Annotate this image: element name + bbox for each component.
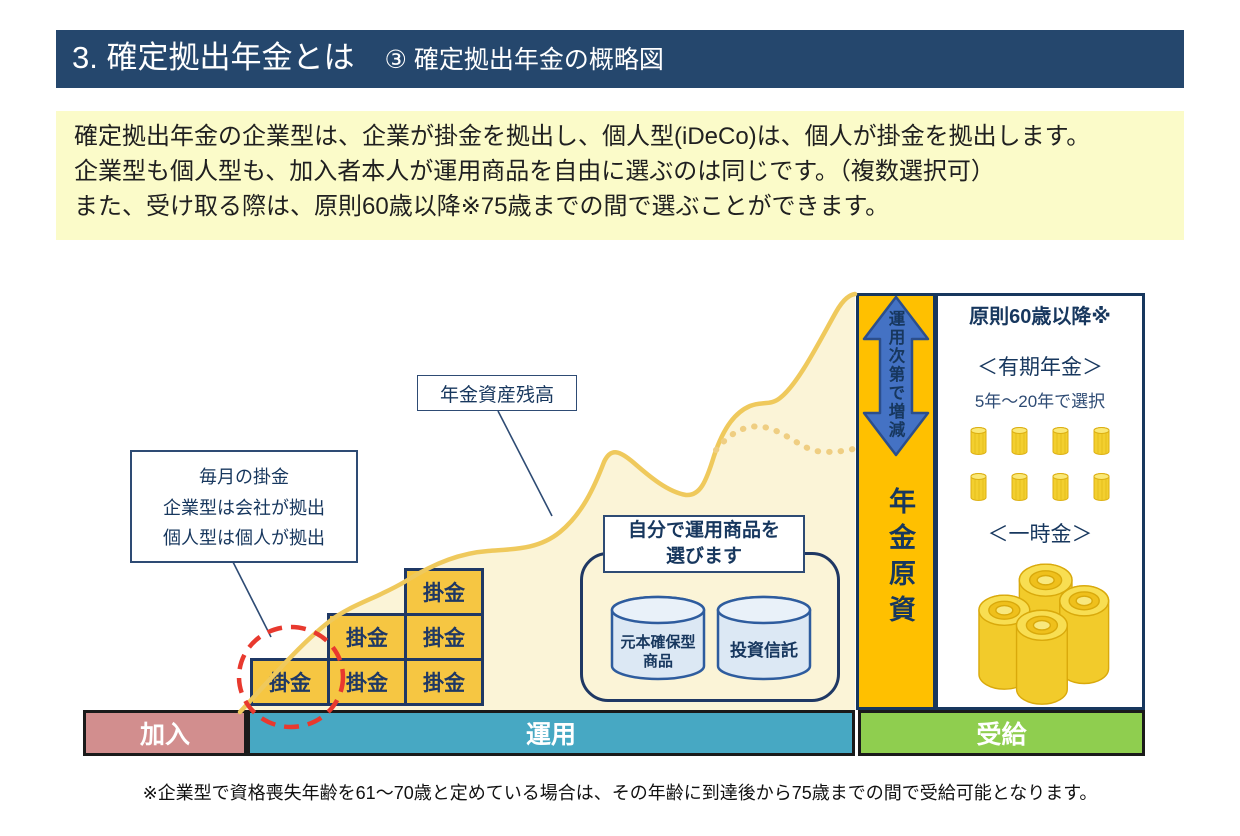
contribution-box-first: 掛金 [250, 658, 330, 706]
term-annuity-label: ＜有期年金＞ [977, 356, 1103, 379]
callout-connector-line [232, 561, 272, 638]
phase-bar-receive: 受給 [858, 710, 1145, 756]
choose-line-2: 選びます [665, 546, 742, 567]
principal-product-cylinder-icon: 元本確保型 商品 [610, 595, 706, 681]
lump-sum-label: ＜一時金＞ [987, 523, 1093, 546]
contribution-box: 掛金 [404, 568, 484, 616]
small-coin-grid [970, 426, 1110, 502]
phase-bar-operate: 運用 [247, 710, 855, 756]
intro-line-1: 確定拠出年金の企業型は、企業が掛金を拠出し、個人型(iDeCo)は、個人が掛金を… [74, 123, 1091, 150]
callout-connector-line [497, 410, 553, 517]
monthly-line-2: 企業型は会社が拠出 [163, 497, 325, 518]
contribution-label: 掛金 [346, 672, 388, 695]
phase-bar-join: 加入 [83, 710, 247, 756]
phase-join-label: 加入 [139, 721, 190, 749]
coin-stack-icon [1011, 473, 1028, 501]
choose-products-box: 自分で運用商品を 選びます [603, 515, 805, 573]
coin-stack-icon [1052, 427, 1069, 455]
slide-subtitle: ③ 確定拠出年金の概略図 [384, 46, 664, 74]
footnote: ※企業型で資格喪失年齢を61～70歳と定めている場合は、その年齢に到達後から75… [142, 783, 1098, 803]
up-down-arrow-icon [862, 295, 930, 457]
contribution-label: 掛金 [423, 627, 465, 650]
principal-product-line-2: 商品 [643, 652, 673, 670]
monthly-contribution-box: 毎月の掛金 企業型は会社が拠出 個人型は個人が拠出 [130, 450, 358, 563]
coin-stack-icon [970, 427, 987, 455]
coin-stack-icon [1093, 473, 1110, 501]
coin-stack-icon [1011, 427, 1028, 455]
contribution-box: 掛金 [404, 613, 484, 661]
contribution-label: 掛金 [423, 672, 465, 695]
monthly-line-3: 個人型は個人が拠出 [163, 528, 325, 549]
phase-operate-label: 運用 [525, 721, 576, 749]
coin-stack-icon [1052, 473, 1069, 501]
coin-stack-icon [970, 473, 987, 501]
intro-line-2: 企業型も個人型も、加入者本人が運用商品を自由に選ぶのは同じです。（複数選択可） [74, 157, 995, 185]
principal-product-line-1: 元本確保型 [620, 633, 695, 651]
asset-balance-callout: 年金資産残高 [417, 375, 577, 411]
phase-receive-label: 受給 [976, 721, 1027, 749]
asset-balance-label: 年金資産残高 [439, 384, 554, 406]
pension-principal-label: 年金原資 [885, 487, 915, 631]
coin-pile-icon [977, 563, 1109, 705]
downside-dotted-curve [713, 423, 856, 455]
fluctuation-arrow-label: 運用次第で増減 [886, 310, 904, 440]
receive-panel-title: 原則60歳以降※ [969, 306, 1111, 328]
intro-line-3: また、受け取る際は、原則60歳以降※75歳までの間で選ぶことができます。 [74, 192, 890, 220]
term-annuity-note: 5年～20年で選択 [974, 392, 1106, 411]
monthly-line-1: 毎月の掛金 [199, 466, 289, 487]
coin-stack-icon [1093, 427, 1110, 455]
contribution-box: 掛金 [327, 658, 407, 706]
investment-trust-label: 投資信託 [730, 640, 798, 660]
contribution-box: 掛金 [327, 613, 407, 661]
choose-line-1: 自分で運用商品を [627, 520, 780, 542]
slide-title: 3. 確定拠出年金とは [72, 40, 355, 75]
contribution-box: 掛金 [404, 658, 484, 706]
contribution-label: 掛金 [269, 672, 311, 695]
contribution-label: 掛金 [346, 627, 388, 650]
title-bar: 3. 確定拠出年金とは ③ 確定拠出年金の概略図 [56, 30, 1184, 88]
intro-box: 確定拠出年金の企業型は、企業が掛金を拠出し、個人型(iDeCo)は、個人が掛金を… [56, 111, 1184, 240]
receive-panel: 原則60歳以降※ ＜有期年金＞ 5年～20年で選択 ＜一時金＞ [935, 293, 1145, 710]
contribution-label: 掛金 [423, 582, 465, 605]
investment-trust-cylinder-icon: 投資信託 [716, 595, 812, 681]
